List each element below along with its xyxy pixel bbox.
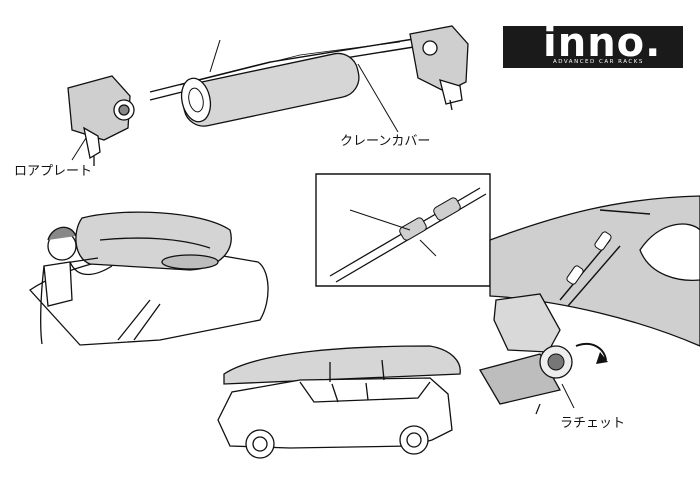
leader-line-top — [209, 39, 221, 73]
detail-inset — [315, 173, 491, 287]
leader-ratchet — [561, 383, 575, 409]
clamp-left — [67, 75, 135, 166]
crane-cover-label: クレーンカバー — [340, 134, 431, 149]
crane-cover — [180, 52, 360, 127]
logo-tagline: ADVANCED CAR RACKS — [553, 59, 644, 65]
leader-rear-plate — [71, 137, 87, 161]
ratchet-label: ラチェット — [560, 416, 626, 431]
logo-word: inno. — [543, 20, 662, 66]
roof-ratchet-illustration — [479, 195, 700, 415]
inno-logo: inno. ADVANCED CAR RACKS — [503, 20, 683, 68]
clamp-right — [409, 25, 469, 111]
minivan-illustration — [217, 345, 461, 459]
rear-plate-label: ロアプレート — [14, 164, 93, 179]
man-loading-illustration — [29, 211, 269, 346]
leader-crane-cover — [357, 63, 399, 133]
